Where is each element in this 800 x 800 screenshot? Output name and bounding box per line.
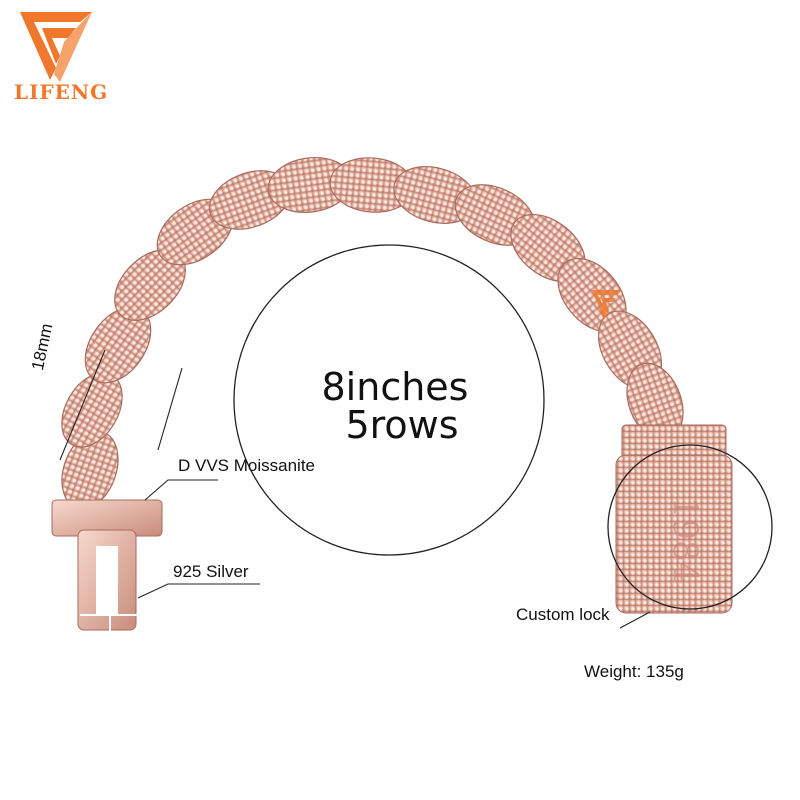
lock-box: 1984 [615,424,733,614]
left-clasp [51,499,163,631]
length-text: 8inches [321,365,469,409]
weight-label: Weight: 135g [584,662,684,681]
center-label: 8inches 5rows [300,368,490,444]
brand-name: LIFENG [14,80,109,104]
metal-label: 925 Silver [173,562,249,581]
chain-links [61,157,684,510]
sparkle-icon [80,585,140,645]
rows-text: 5rows [345,403,459,447]
lock-label: Custom lock [516,605,610,624]
stone-label: D VVS Moissanite [178,456,315,475]
svg-text:1984: 1984 [665,497,705,584]
